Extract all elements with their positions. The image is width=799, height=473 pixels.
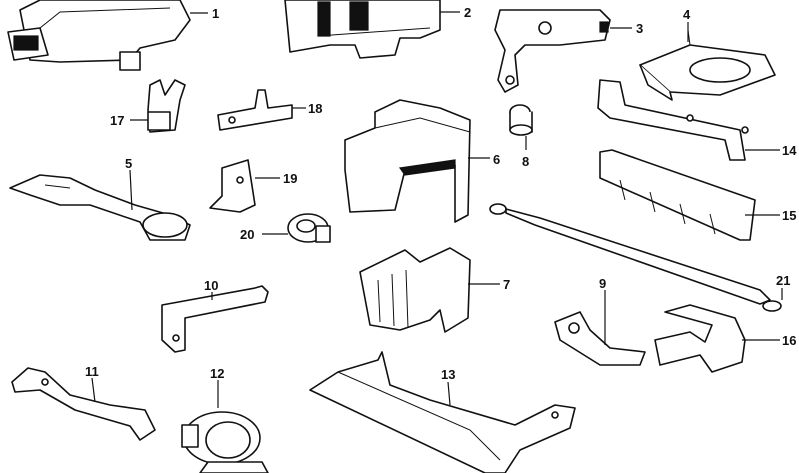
callout-16: 16 bbox=[782, 333, 796, 348]
callout-5: 5 bbox=[125, 156, 132, 171]
part-6-cover: 6 bbox=[344, 99, 500, 223]
part-19-bracket: 19 bbox=[209, 159, 297, 213]
callout-15: 15 bbox=[782, 208, 796, 223]
part-9-bracket: 9 bbox=[554, 276, 646, 366]
part-16-clamp: 16 bbox=[654, 304, 796, 373]
part-18-bracket: 18 bbox=[217, 89, 322, 131]
callout-21: 21 bbox=[776, 273, 790, 288]
callout-12: 12 bbox=[210, 366, 224, 381]
callout-17: 17 bbox=[110, 113, 124, 128]
callout-6: 6 bbox=[493, 152, 500, 167]
callout-19: 19 bbox=[283, 171, 297, 186]
part-7-comb: 7 bbox=[359, 247, 510, 333]
callout-3: 3 bbox=[636, 21, 643, 36]
part-3-bracket: 3 bbox=[494, 9, 643, 93]
callout-11: 11 bbox=[85, 364, 99, 379]
callout-2: 2 bbox=[464, 5, 471, 20]
part-17-clip: 17 bbox=[110, 79, 186, 133]
part-21-cable: 21 bbox=[489, 203, 790, 312]
part-13-tray: 13 bbox=[309, 351, 576, 473]
callout-14: 14 bbox=[782, 143, 797, 158]
callout-8: 8 bbox=[522, 154, 529, 169]
callout-1: 1 bbox=[212, 6, 219, 21]
callout-13: 13 bbox=[441, 367, 455, 382]
part-2-panel: 2 bbox=[284, 0, 471, 59]
part-14-bracket: 14 bbox=[597, 79, 797, 161]
part-5-strap: 5 bbox=[9, 156, 191, 241]
part-15-plate: 15 bbox=[599, 149, 796, 241]
part-1-duct: 1 bbox=[7, 0, 219, 71]
callout-9: 9 bbox=[599, 276, 606, 291]
callout-7: 7 bbox=[503, 277, 510, 292]
callout-10: 10 bbox=[204, 278, 218, 293]
part-4-tray: 4 bbox=[639, 7, 776, 101]
part-12-band: 12 bbox=[181, 366, 269, 473]
callout-18: 18 bbox=[308, 101, 322, 116]
part-8-grommet: 8 bbox=[509, 104, 533, 169]
part-11-arm: 11 bbox=[11, 364, 156, 441]
part-10-bracket: 10 bbox=[161, 278, 269, 353]
callout-4: 4 bbox=[683, 7, 691, 22]
callout-20: 20 bbox=[240, 227, 254, 242]
part-20-clamp: 20 bbox=[240, 213, 331, 243]
